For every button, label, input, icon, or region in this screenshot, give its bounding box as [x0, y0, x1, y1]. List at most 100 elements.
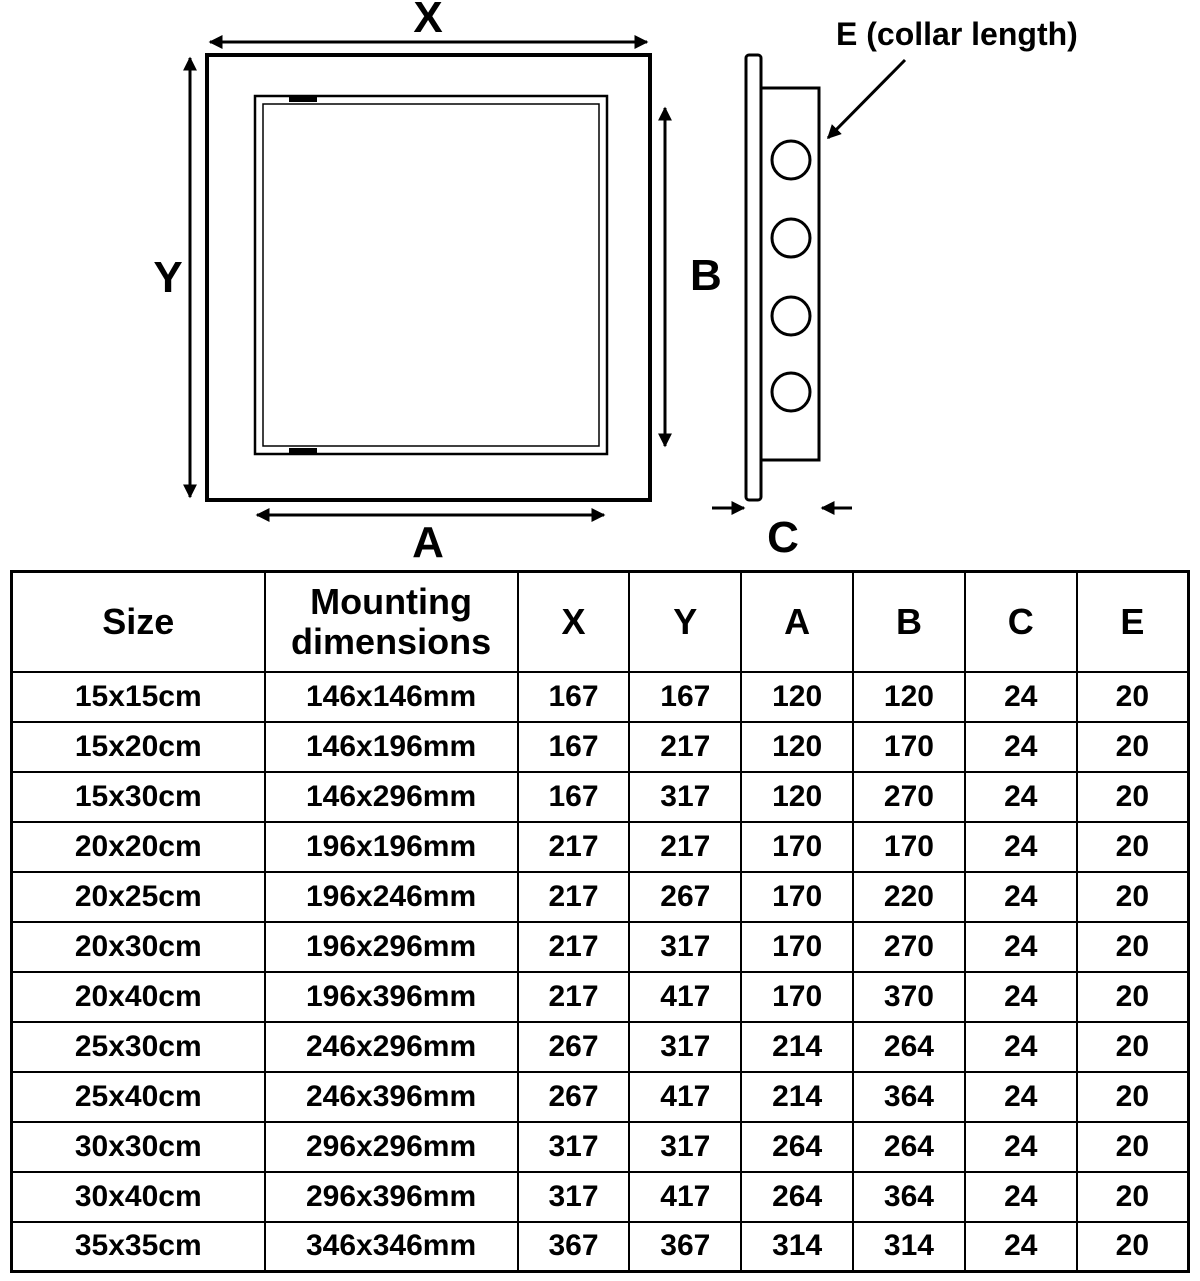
table-cell: 317: [516, 1120, 631, 1173]
table-cell: 217: [516, 970, 631, 1023]
table-cell: 20x30cm: [10, 920, 266, 973]
table-cell: 35x35cm: [10, 1220, 266, 1273]
collar-hole-4: [770, 371, 812, 413]
collar-hole-3: [770, 295, 812, 337]
table-cell: 317: [628, 1020, 743, 1073]
table-cell: 30x40cm: [10, 1170, 266, 1223]
table-cell: 24: [963, 770, 1078, 823]
e-leader-arrow: [826, 58, 907, 140]
label-x: X: [413, 0, 442, 42]
col-header-b: B: [852, 570, 966, 673]
table-cell: 20: [1075, 770, 1190, 823]
table-cell: 20: [1075, 970, 1190, 1023]
table-cell: 364: [852, 1070, 966, 1123]
table-cell: 296x296mm: [263, 1120, 519, 1173]
table-cell: 24: [963, 1220, 1078, 1273]
table-cell: 167: [516, 720, 631, 773]
table-cell: 317: [516, 1170, 631, 1223]
table-cell: 317: [628, 920, 743, 973]
table-cell: 214: [740, 1070, 855, 1123]
panel-door-outer: [253, 94, 609, 456]
collar-profile: [759, 86, 821, 462]
table-cell: 24: [963, 920, 1078, 973]
table-cell: 217: [628, 820, 743, 873]
table-cell: 417: [628, 970, 743, 1023]
table-cell: 417: [628, 1170, 743, 1223]
table-cell: 24: [963, 670, 1078, 723]
collar-hole-2: [770, 217, 812, 259]
table-cell: 220: [852, 870, 966, 923]
hinge-mark-top: [289, 95, 317, 102]
table-cell: 217: [516, 820, 631, 873]
table-cell: 196x296mm: [263, 920, 519, 973]
table-cell: 296x396mm: [263, 1170, 519, 1223]
table-cell: 170: [740, 870, 855, 923]
table-cell: 30x30cm: [10, 1120, 266, 1173]
table-cell: 267: [628, 870, 743, 923]
table-cell: 120: [740, 720, 855, 773]
table-cell: 264: [852, 1020, 966, 1073]
table-cell: 24: [963, 870, 1078, 923]
side-view: [744, 53, 821, 502]
table-cell: 270: [852, 770, 966, 823]
front-view: [205, 53, 652, 502]
label-c: C: [767, 513, 799, 562]
table-cell: 20: [1075, 1120, 1190, 1173]
table-cell: 170: [852, 820, 966, 873]
table-cell: 170: [740, 820, 855, 873]
table-cell: 24: [963, 720, 1078, 773]
table-cell: 246x296mm: [263, 1020, 519, 1073]
table-cell: 20: [1075, 820, 1190, 873]
table-cell: 20: [1075, 1070, 1190, 1123]
panel-door-inner: [262, 103, 600, 447]
table-cell: 20: [1075, 920, 1190, 973]
table-cell: 417: [628, 1070, 743, 1123]
table-cell: 346x346mm: [263, 1220, 519, 1273]
table-cell: 24: [963, 1120, 1078, 1173]
table-cell: 170: [740, 920, 855, 973]
table-cell: 24: [963, 820, 1078, 873]
table-cell: 20: [1075, 1170, 1190, 1223]
table-cell: 314: [852, 1220, 966, 1273]
table-cell: 167: [628, 670, 743, 723]
table-header-row: Size Mounting dimensions X Y A B C E: [10, 570, 1190, 673]
table-cell: 314: [740, 1220, 855, 1273]
table-cell: 24: [963, 1020, 1078, 1073]
col-header-size: Size: [10, 570, 266, 673]
table-cell: 270: [852, 920, 966, 973]
dimensions-table-section: Size Mounting dimensions X Y A B C E 15x…: [0, 570, 1200, 1273]
table-cell: 20x20cm: [10, 820, 266, 873]
table-cell: 214: [740, 1020, 855, 1073]
table-cell: 264: [740, 1120, 855, 1173]
table-cell: 24: [963, 970, 1078, 1023]
table-cell: 217: [628, 720, 743, 773]
table-cell: 196x246mm: [263, 870, 519, 923]
table-cell: 146x196mm: [263, 720, 519, 773]
table-cell: 20: [1075, 670, 1190, 723]
table-cell: 20: [1075, 1020, 1190, 1073]
table-cell: 370: [852, 970, 966, 1023]
label-e: E (collar length): [836, 16, 1078, 52]
table-cell: 367: [628, 1220, 743, 1273]
table-cell: 367: [516, 1220, 631, 1273]
table-cell: 120: [740, 770, 855, 823]
technical-diagram: X Y B A: [0, 0, 1200, 570]
dimension-b: B: [658, 106, 722, 448]
col-header-c: C: [963, 570, 1078, 673]
table-cell: 196x396mm: [263, 970, 519, 1023]
col-header-e: E: [1075, 570, 1190, 673]
table-cell: 217: [516, 920, 631, 973]
col-header-a: A: [740, 570, 855, 673]
table-cell: 20: [1075, 720, 1190, 773]
hinge-mark-bottom: [289, 448, 317, 455]
table-cell: 317: [628, 1120, 743, 1173]
table-cell: 24: [963, 1070, 1078, 1123]
dimension-a: A: [255, 508, 606, 567]
